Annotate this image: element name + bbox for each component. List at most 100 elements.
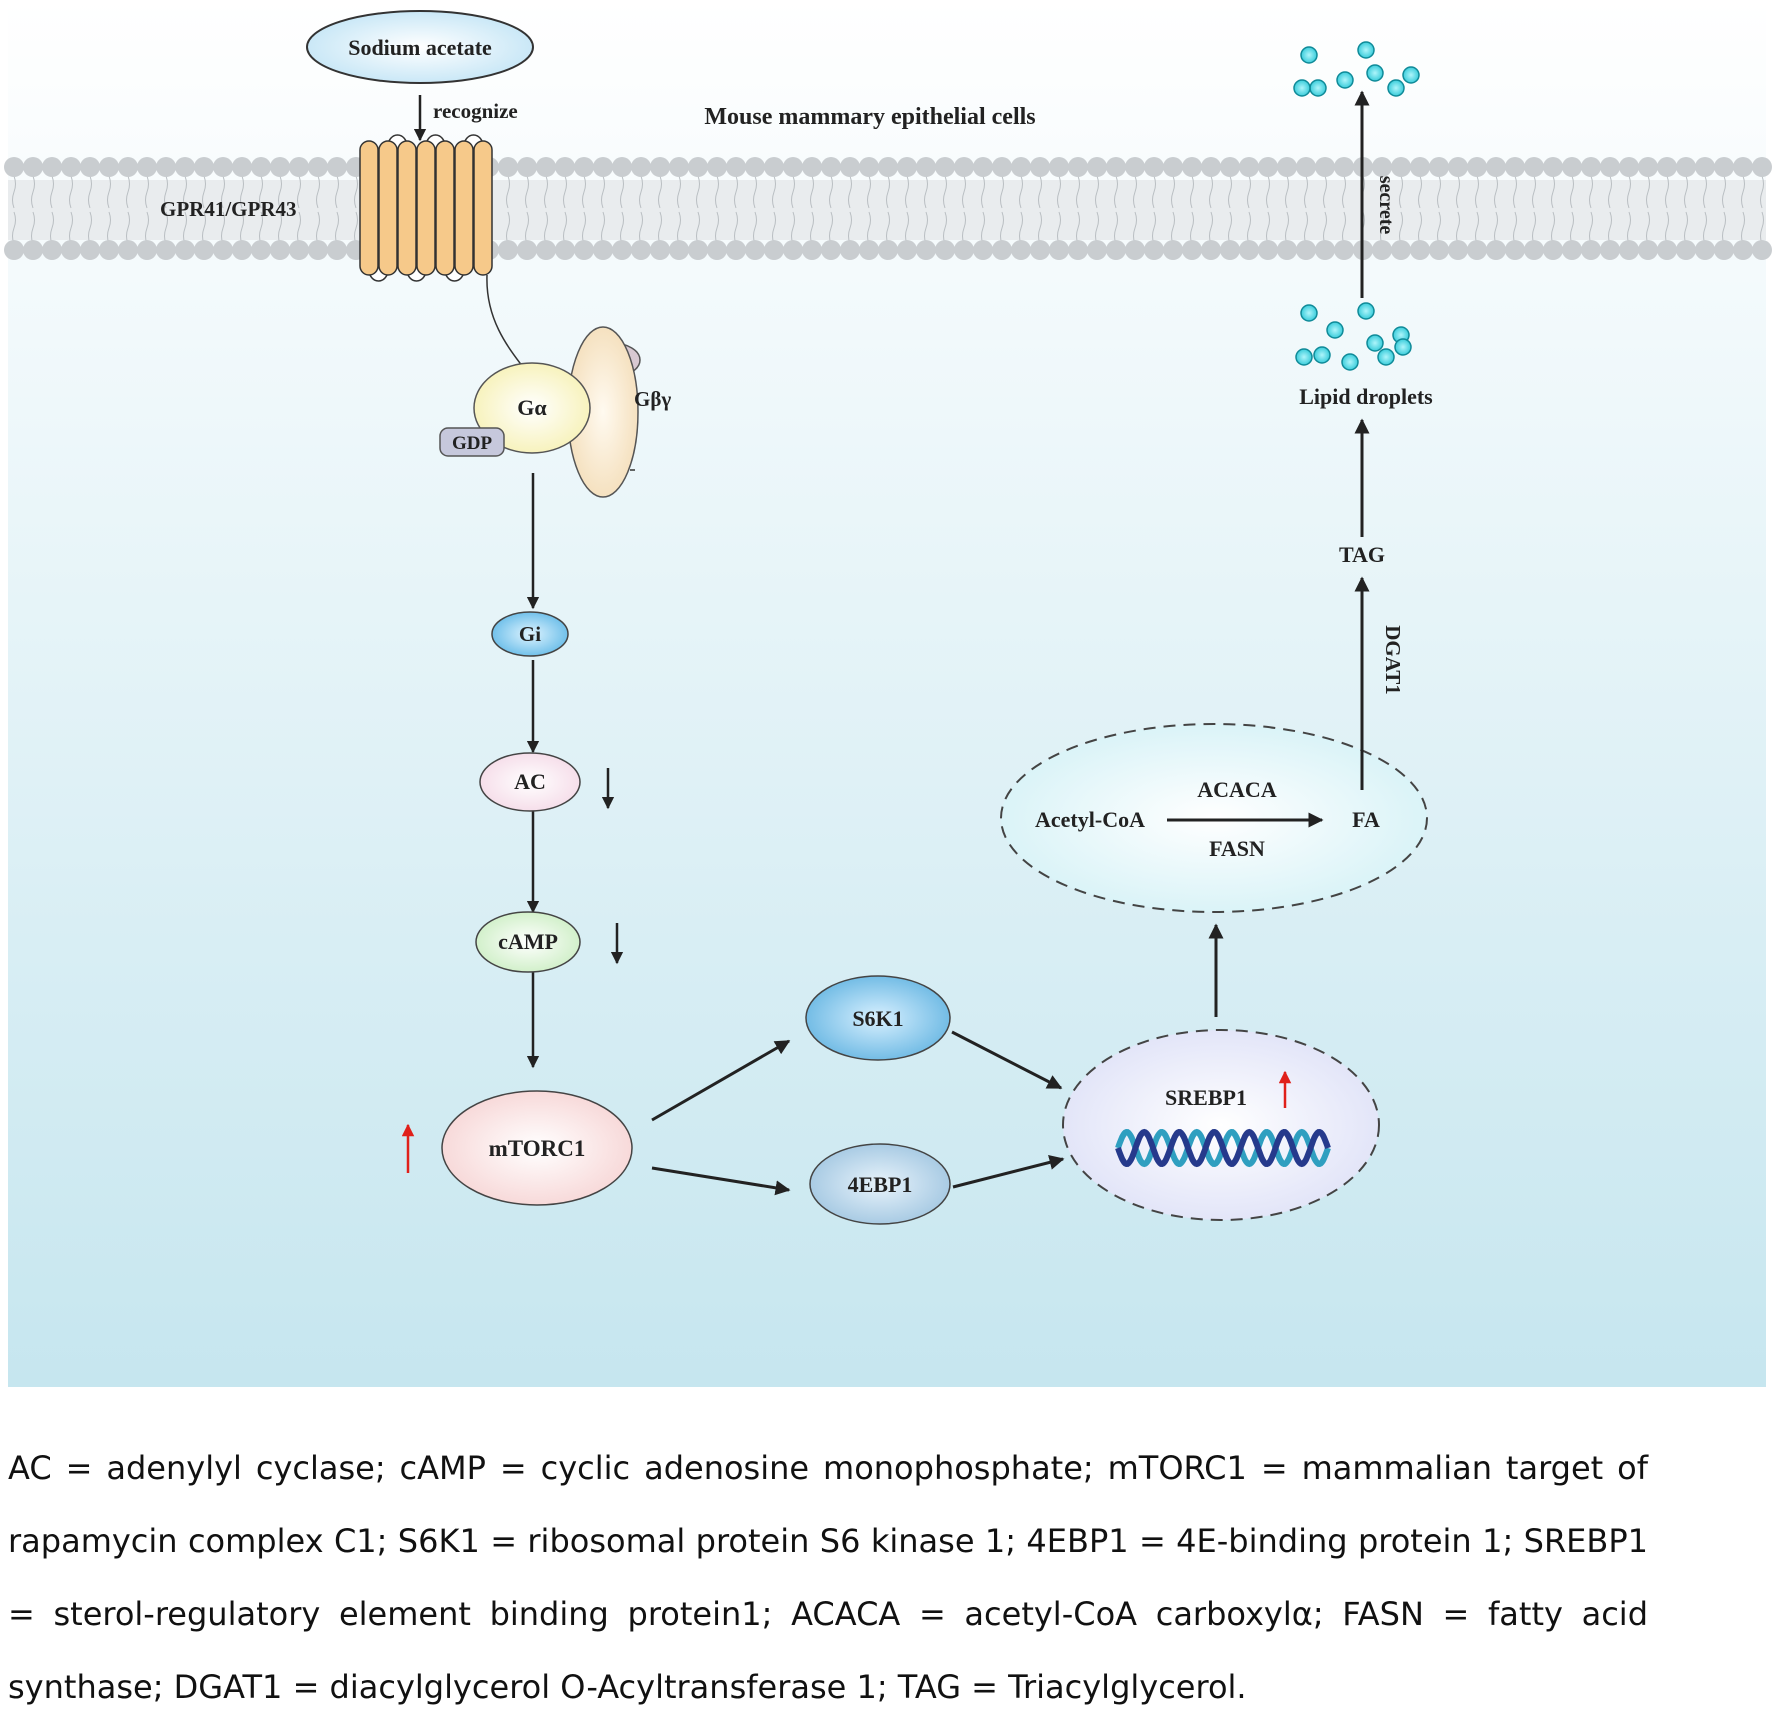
lipid-head xyxy=(1258,157,1278,177)
lipid-head xyxy=(1505,157,1525,177)
lipid-head xyxy=(536,157,556,177)
lipid-tail xyxy=(620,211,624,245)
lipid-head xyxy=(1638,157,1658,177)
lipid-head xyxy=(669,157,689,177)
gdp-label: GDP xyxy=(452,433,493,454)
lipid-tail xyxy=(202,175,206,209)
dna-helix-icon xyxy=(1115,1128,1331,1168)
lipid-droplet xyxy=(1309,79,1327,97)
lipid-tail xyxy=(1418,175,1422,209)
lipid-head xyxy=(1562,157,1582,177)
lipid-tail xyxy=(1266,175,1270,209)
camp-label: cAMP xyxy=(498,929,558,954)
lipid-tail xyxy=(943,175,947,209)
lipid-tail xyxy=(867,175,871,209)
lipid-tail xyxy=(1551,211,1555,245)
lipid-head xyxy=(498,240,518,260)
lipid-tail xyxy=(316,211,320,245)
lipid-head xyxy=(1334,240,1354,260)
lipid-tail xyxy=(297,175,301,209)
lipid-head xyxy=(555,157,575,177)
lipid-tail xyxy=(1684,211,1688,245)
lipid-tail xyxy=(1475,175,1479,209)
lipid-tail xyxy=(88,175,92,209)
lipid-head xyxy=(1030,240,1050,260)
lipid-tail xyxy=(1437,211,1441,245)
lipid-head xyxy=(916,157,936,177)
arrow-4ebp1-srebp1 xyxy=(952,1155,1065,1189)
lipid-head xyxy=(821,240,841,260)
lipid-head xyxy=(1695,240,1715,260)
receptor-helix xyxy=(397,140,417,276)
lipid-head xyxy=(1201,157,1221,177)
lipid-tail xyxy=(1760,175,1764,209)
lipid-head xyxy=(555,240,575,260)
lipid-tail xyxy=(1304,175,1308,209)
lipid-head xyxy=(1277,157,1297,177)
lipid-head xyxy=(878,157,898,177)
lipid-head xyxy=(1657,157,1677,177)
fatty-acid-synthesis-node: Acetyl-CoA ACACA FASN FA xyxy=(1000,723,1428,913)
lipid-head xyxy=(61,157,81,177)
lipid-head xyxy=(1619,240,1639,260)
lipid-tail xyxy=(1133,211,1137,245)
lipid-head xyxy=(935,157,955,177)
lipid-head xyxy=(802,240,822,260)
lipid-tail xyxy=(829,175,833,209)
lipid-tail xyxy=(582,211,586,245)
lipid-head xyxy=(745,240,765,260)
lipid-tail xyxy=(1171,175,1175,209)
lipid-tail xyxy=(1304,211,1308,245)
gi-node: Gi xyxy=(491,611,569,657)
lipid-head xyxy=(289,157,309,177)
lipid-tail xyxy=(1437,175,1441,209)
recognize-label: recognize xyxy=(433,99,518,123)
lipid-tail xyxy=(791,211,795,245)
lipid-tail xyxy=(1418,211,1422,245)
lipid-head xyxy=(1030,157,1050,177)
lipid-tail xyxy=(183,211,187,245)
lipid-head xyxy=(1087,157,1107,177)
lipid-tail xyxy=(1171,211,1175,245)
lipid-head xyxy=(1315,240,1335,260)
fa-label: FA xyxy=(1352,807,1380,832)
lipid-tail xyxy=(12,175,16,209)
lipid-tail xyxy=(1608,211,1612,245)
lipid-head xyxy=(232,240,252,260)
cell-title: Mouse mammary epithelial cells xyxy=(704,104,1035,130)
lipid-head xyxy=(1467,157,1487,177)
lipid-head xyxy=(213,240,233,260)
lipid-tail xyxy=(278,211,282,245)
lipid-head xyxy=(1543,157,1563,177)
secrete-label: secrete xyxy=(1375,176,1397,235)
g-beta-gamma-label: Gβγ xyxy=(634,387,671,411)
lipid-head xyxy=(99,240,119,260)
receptor-helix xyxy=(378,140,398,276)
lipid-tail xyxy=(1399,175,1403,209)
lipid-head xyxy=(783,157,803,177)
lipid-tail xyxy=(1760,211,1764,245)
lipid-head xyxy=(175,157,195,177)
lipid-head xyxy=(1695,157,1715,177)
lipid-tail xyxy=(677,175,681,209)
lipid-tail xyxy=(791,175,795,209)
lipid-tail xyxy=(1494,211,1498,245)
lipid-droplet xyxy=(1377,348,1395,366)
lipid-head xyxy=(1714,240,1734,260)
lipid-tail xyxy=(1038,175,1042,209)
acaca-label: ACACA xyxy=(1197,777,1277,802)
lipid-head xyxy=(1619,157,1639,177)
lipid-head xyxy=(574,240,594,260)
lipid-tail xyxy=(829,211,833,245)
lipid-head xyxy=(1543,240,1563,260)
lipid-tail xyxy=(1627,211,1631,245)
lipid-head xyxy=(688,157,708,177)
lipid-tail xyxy=(506,211,510,245)
lipid-tail xyxy=(240,211,244,245)
lipid-head xyxy=(1125,240,1145,260)
lipid-droplet xyxy=(1357,41,1375,59)
lipid-head xyxy=(23,157,43,177)
lipid-tail xyxy=(601,175,605,209)
lipid-head xyxy=(574,157,594,177)
lipid-head xyxy=(1296,240,1316,260)
